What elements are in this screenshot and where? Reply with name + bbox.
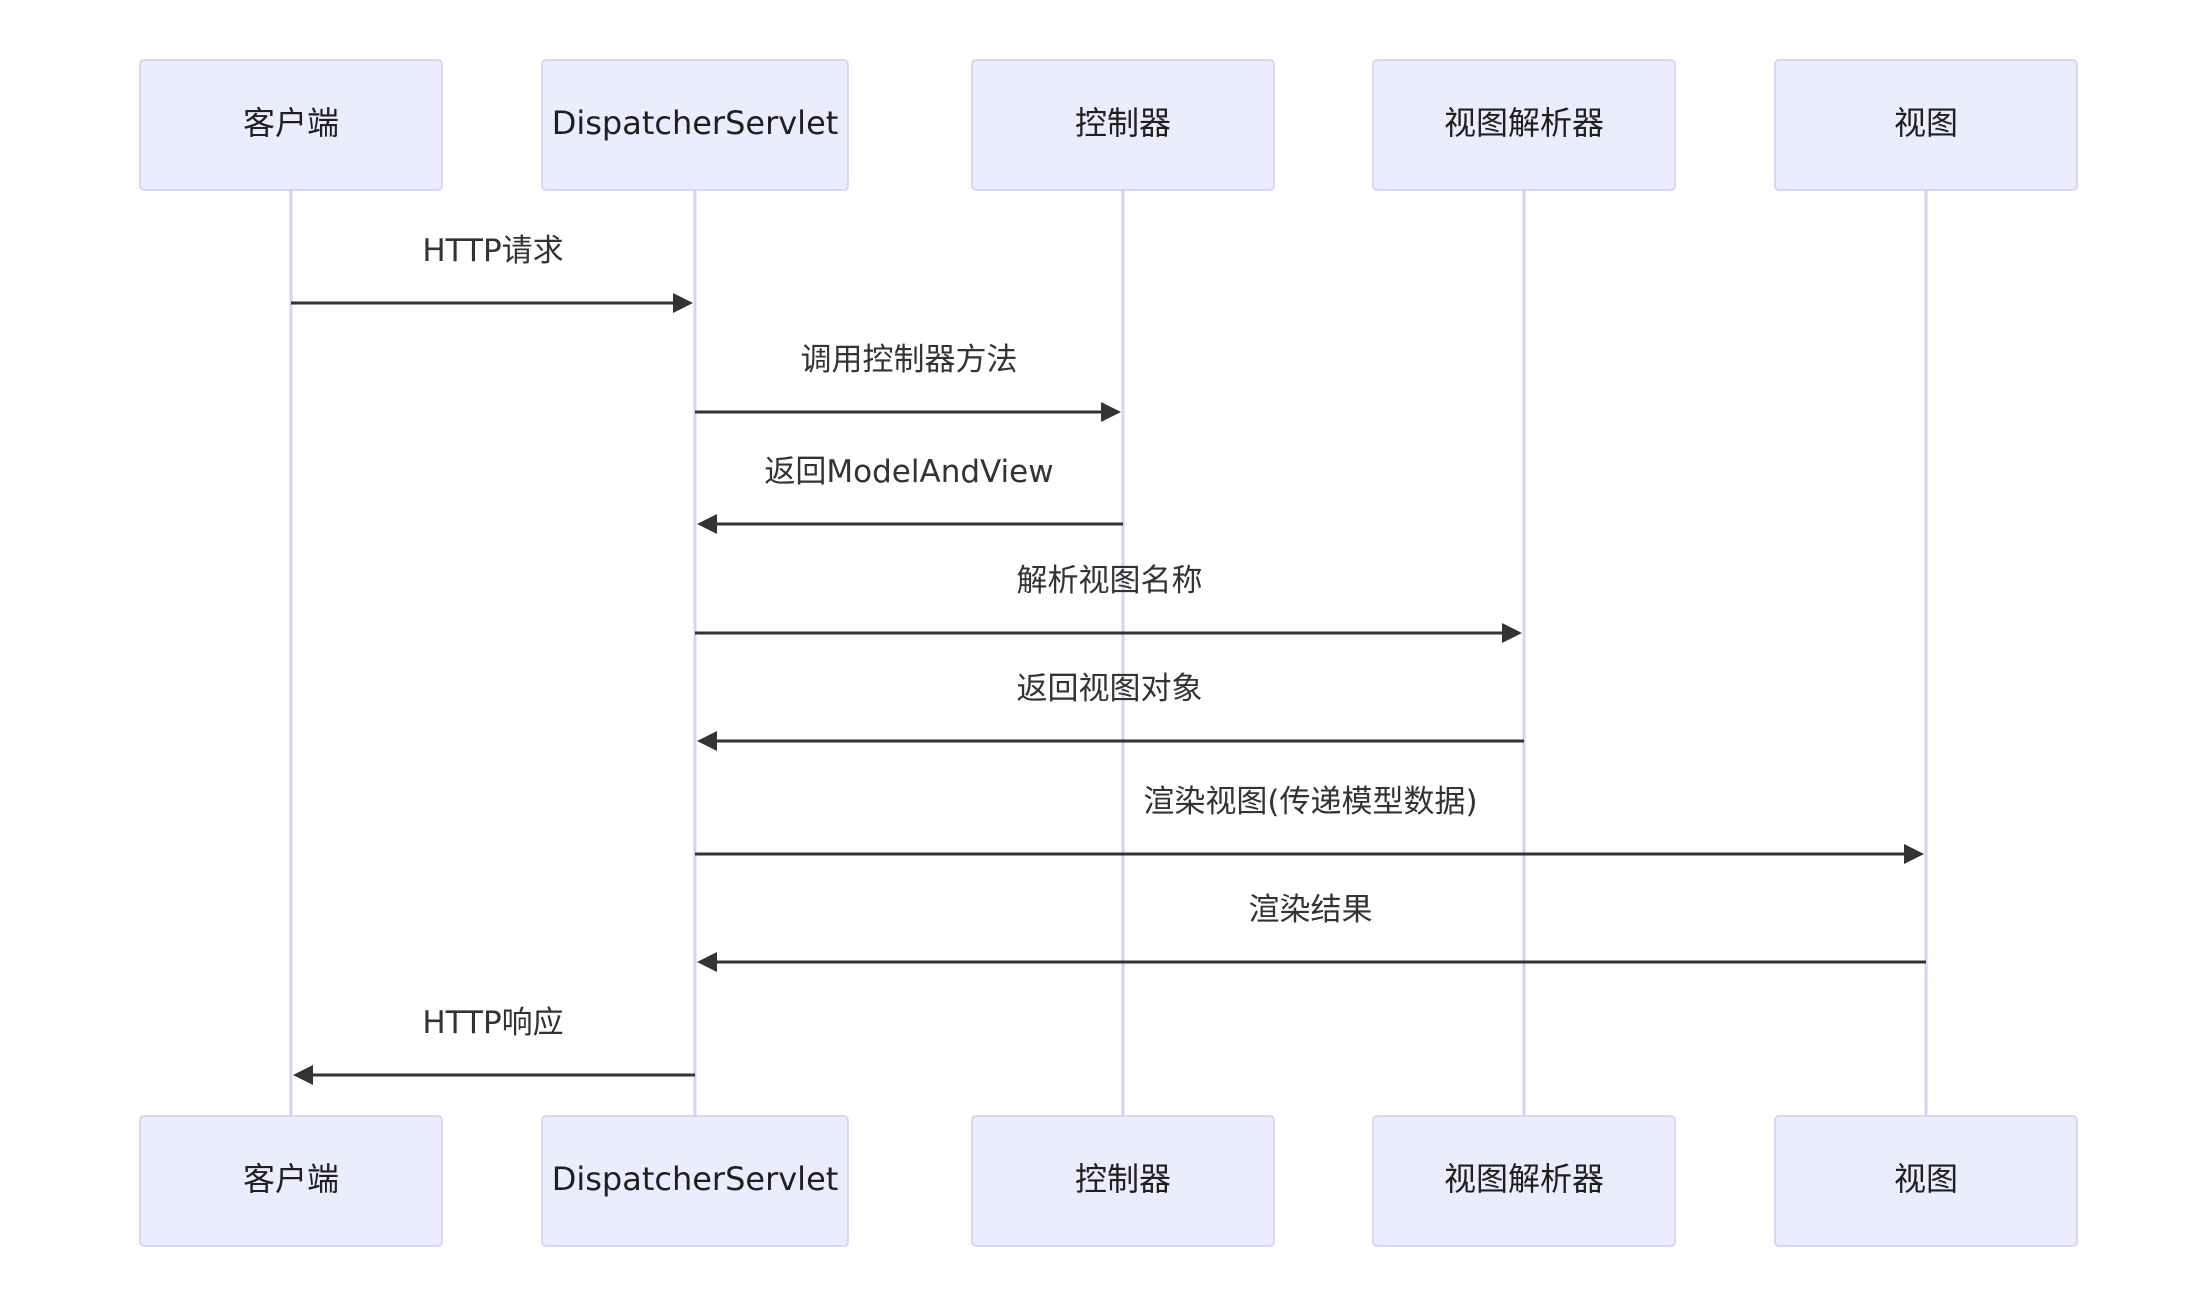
arrowhead-icon — [697, 514, 717, 534]
actor-client-bottom: 客户端 — [139, 1115, 443, 1247]
actor-label: DispatcherServlet — [552, 104, 839, 142]
actor-box — [1372, 1115, 1676, 1247]
actor-view-top: 视图 — [1774, 59, 2078, 191]
actor-resolver-bottom: 视图解析器 — [1372, 1115, 1676, 1247]
actor-controller-bottom: 控制器 — [971, 1115, 1275, 1247]
message-label: 渲染结果 — [1249, 892, 1373, 928]
actor-box — [541, 59, 849, 191]
arrowhead-icon — [697, 952, 717, 972]
actor-label: DispatcherServlet — [552, 1160, 839, 1198]
actor-label: 控制器 — [1075, 104, 1171, 142]
actor-dispatcher-bottom: DispatcherServlet — [541, 1115, 849, 1247]
actor-box — [1774, 59, 2078, 191]
actor-resolver-top: 视图解析器 — [1372, 59, 1676, 191]
actor-client-top: 客户端 — [139, 59, 443, 191]
actor-label: 视图 — [1894, 104, 1958, 142]
actor-label: 视图解析器 — [1444, 104, 1604, 142]
message-label: 调用控制器方法 — [801, 342, 1018, 378]
arrowhead-icon — [1502, 623, 1522, 643]
message-1: HTTP请求 — [291, 233, 693, 313]
message-3: 返回ModelAndView — [697, 454, 1123, 534]
actor-box — [139, 1115, 443, 1247]
arrowhead-icon — [697, 731, 717, 751]
arrowhead-icon — [1904, 844, 1924, 864]
actor-box — [1774, 1115, 2078, 1247]
actor-box — [139, 59, 443, 191]
actor-box — [541, 1115, 849, 1247]
message-label: HTTP请求 — [422, 233, 563, 269]
actor-dispatcher-top: DispatcherServlet — [541, 59, 849, 191]
arrowhead-icon — [673, 293, 693, 313]
message-4: 解析视图名称 — [695, 563, 1522, 643]
actor-box — [1372, 59, 1676, 191]
actor-label: 控制器 — [1075, 1160, 1171, 1198]
message-label: 返回ModelAndView — [764, 454, 1053, 490]
actor-view-bottom: 视图 — [1774, 1115, 2078, 1247]
arrowhead-icon — [293, 1065, 313, 1085]
message-label: 解析视图名称 — [1017, 563, 1203, 599]
actor-label: 客户端 — [243, 1160, 339, 1198]
actor-label: 视图解析器 — [1444, 1160, 1604, 1198]
arrowhead-icon — [1101, 402, 1121, 422]
actor-label: 视图 — [1894, 1160, 1958, 1198]
message-8: HTTP响应 — [293, 1005, 695, 1085]
actor-box — [971, 59, 1275, 191]
message-2: 调用控制器方法 — [695, 342, 1121, 422]
message-5: 返回视图对象 — [697, 671, 1524, 751]
message-6: 渲染视图(传递模型数据) — [695, 784, 1924, 864]
message-7: 渲染结果 — [697, 892, 1926, 972]
actor-box — [971, 1115, 1275, 1247]
actor-label: 客户端 — [243, 104, 339, 142]
actor-controller-top: 控制器 — [971, 59, 1275, 191]
message-label: 渲染视图(传递模型数据) — [1143, 784, 1477, 820]
message-label: HTTP响应 — [422, 1005, 563, 1041]
message-label: 返回视图对象 — [1017, 671, 1203, 707]
